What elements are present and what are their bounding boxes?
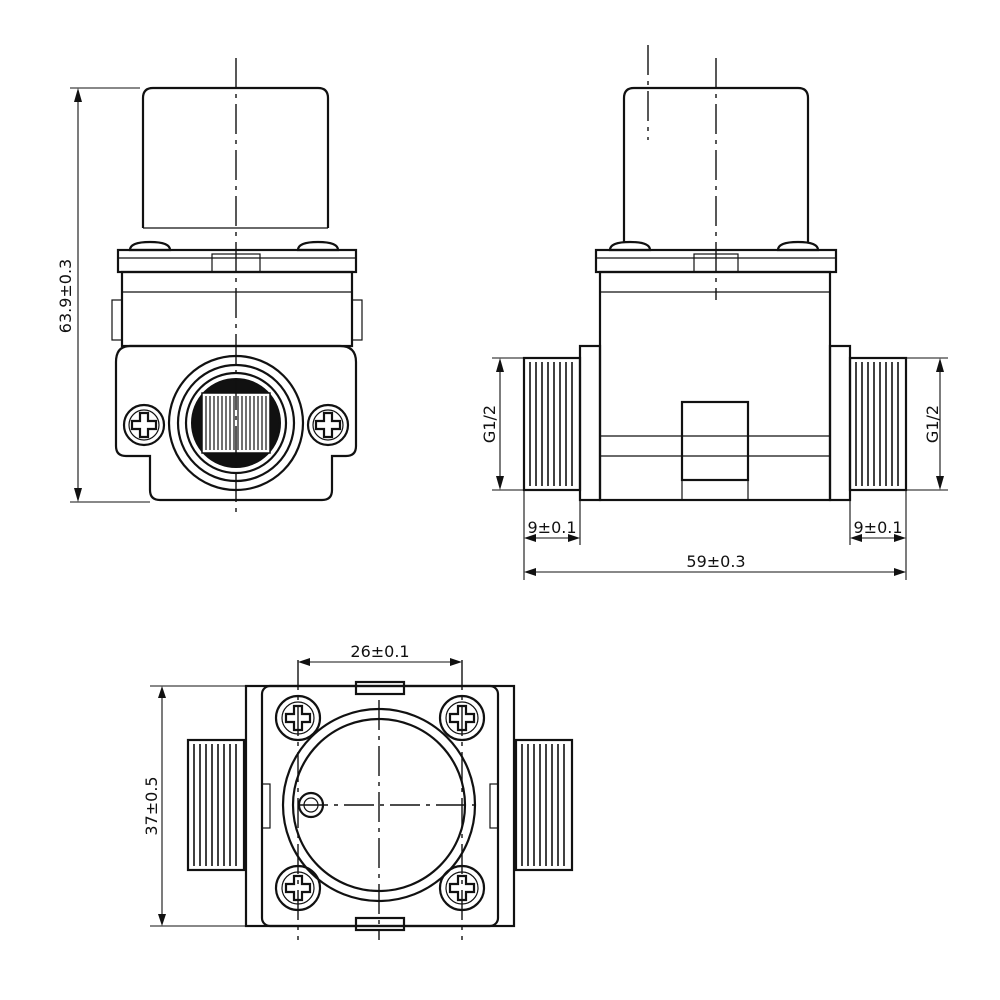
- thread-right-label: G1/2: [923, 405, 942, 443]
- screw-icon: [274, 864, 322, 912]
- thread-left-label: G1/2: [480, 405, 499, 443]
- screw-icon: [438, 864, 486, 912]
- front-right-screw-icon: [306, 403, 350, 447]
- screw-icon: [274, 694, 322, 742]
- height-label: 63.9±0.3: [56, 259, 75, 333]
- front-view: [111, 58, 363, 512]
- body-width-label: 37±0.5: [142, 776, 161, 835]
- height-dimension: 63.9±0.3: [56, 87, 150, 503]
- side-view: [522, 45, 908, 502]
- screw-spacing-dimension: 26±0.1: [298, 642, 462, 666]
- overall-length-label: 59±0.3: [686, 552, 745, 571]
- top-view-screws: [274, 694, 486, 912]
- top-view: [186, 660, 574, 940]
- thread-length-right-label: 9±0.1: [853, 518, 902, 537]
- thread-length-left-label: 9±0.1: [527, 518, 576, 537]
- screw-icon: [438, 694, 486, 742]
- screw-spacing-label: 26±0.1: [350, 642, 409, 661]
- overall-length-dimension: 59±0.3: [524, 552, 906, 576]
- thread-length-dimensions: 9±0.1 9±0.1: [523, 490, 907, 580]
- thread-right-dimension: G1/2: [906, 357, 948, 491]
- thread-left-dimension: G1/2: [480, 357, 524, 491]
- body-width-dimension: 37±0.5: [142, 685, 246, 927]
- front-left-screw-icon: [122, 403, 166, 447]
